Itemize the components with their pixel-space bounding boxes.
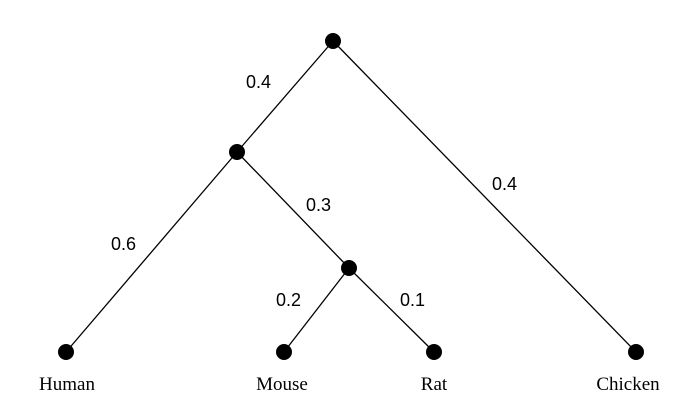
leaf-node-mouse [276,344,292,360]
internal-node-2 [341,260,357,276]
edge-internal2-rat [348,267,435,353]
edge-label-internal1-internal2: 0.3 [306,195,331,215]
leaf-label-mouse: Mouse [256,374,308,395]
edge-root-internal1 [236,40,334,153]
leaf-node-rat [426,344,442,360]
leaf-label-human: Human [39,374,95,395]
internal-node-1 [229,144,245,160]
edge-label-internal2-mouse: 0.2 [276,290,301,310]
edge-internal1-human [65,151,238,353]
edge-root-chicken [332,40,637,353]
leaf-label-chicken: Chicken [596,374,660,395]
edge-label-internal2-rat: 0.1 [400,290,425,310]
leaf-label-rat: Rat [421,374,448,395]
edge-label-root-internal1: 0.4 [246,72,271,92]
edge-internal1-internal2 [236,151,350,269]
edge-internal2-mouse [283,267,350,353]
root-node [325,33,341,49]
leaf-node-human [58,344,74,360]
edge-label-root-chicken: 0.4 [492,174,517,194]
leaf-node-chicken [628,344,644,360]
edge-label-internal1-human: 0.6 [111,234,136,254]
